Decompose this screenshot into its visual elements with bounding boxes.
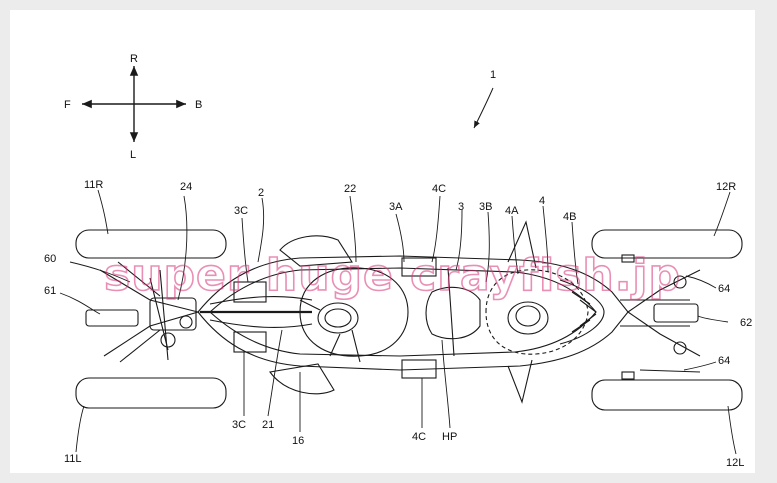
ref-arrow-1 (473, 87, 494, 129)
compass-left-label: L (130, 149, 136, 161)
rear-rider-body (485, 269, 589, 355)
ref-3C-top: 3C (234, 205, 248, 217)
rear-tail-stripes (571, 291, 597, 333)
ref-64-bottom: 64 (718, 355, 730, 367)
rear-spike-bottom (507, 359, 533, 404)
rear-suspension (620, 269, 701, 357)
ref-11R: 11R (84, 179, 103, 191)
rear-damper-bottom (673, 341, 687, 355)
direction-compass (82, 66, 186, 142)
front-axle-link (159, 269, 169, 361)
side-box-4c-bottom (401, 359, 437, 379)
frame-rail-lower (209, 319, 313, 329)
compass-right-label: R (130, 53, 138, 65)
ref-64-top: 64 (718, 283, 730, 295)
ref-16: 16 (292, 435, 304, 447)
rear-left-wheel (591, 379, 743, 411)
rear-damper-top (673, 275, 687, 289)
watermark-text: super huge crayfish.jp (104, 250, 681, 301)
rear-mount-tab-bottom (621, 371, 635, 380)
leader-lines (59, 189, 737, 455)
seat-divider (447, 267, 455, 357)
front-left-wheel (75, 377, 227, 409)
ref-3C-bottom: 3C (232, 419, 246, 431)
ref-HP: HP (442, 431, 457, 443)
side-box-4c-top (401, 257, 437, 277)
ref-3A: 3A (389, 201, 403, 213)
ref-60: 60 (44, 253, 56, 265)
front-suspension (99, 261, 201, 363)
ref-label-1: 1 (490, 69, 496, 81)
ref-22: 22 (344, 183, 356, 195)
rear-tail (559, 279, 605, 345)
front-rider-body (299, 267, 409, 357)
ref-4B: 4B (563, 211, 576, 223)
ref-4: 4 (539, 195, 545, 207)
ref-11L: 11L (64, 453, 82, 465)
reference-labels: 11R 24 3C 2 22 3A 4C 3 3B 4A 4 4B 12R 60… (44, 179, 752, 469)
ref-21: 21 (262, 419, 274, 431)
ref-2: 2 (258, 187, 264, 199)
ref-62: 62 (740, 317, 752, 329)
ref-24: 24 (180, 181, 192, 193)
rear-mount-tab-top (621, 254, 635, 263)
rear-link-64 (639, 369, 701, 373)
front-left-fairing (269, 363, 335, 395)
side-box-3c-top (233, 281, 267, 303)
side-box-3c-bottom (233, 331, 267, 353)
front-damper (160, 332, 176, 348)
ref-61: 61 (44, 285, 56, 297)
compass-front-label: F (64, 99, 71, 111)
rear-rider-visor (515, 305, 541, 327)
front-rider-helmet (317, 302, 359, 334)
ref-12R: 12R (716, 181, 736, 193)
ref-4C-top: 4C (432, 183, 446, 195)
front-right-fairing (279, 235, 353, 267)
front-rider-arms (299, 299, 361, 363)
front-right-wheel (75, 229, 227, 259)
ref-3B: 3B (479, 201, 492, 213)
rear-hub-assembly (653, 303, 699, 323)
front-hub-assembly (149, 297, 197, 331)
ref-12L: 12L (726, 457, 744, 469)
ref-4C-bottom: 4C (412, 431, 426, 443)
rear-rider-helmet (507, 301, 549, 335)
ref-4A: 4A (505, 205, 519, 217)
rear-spike-top (507, 220, 537, 269)
seat (425, 286, 481, 340)
ref-3: 3 (458, 201, 464, 213)
rear-right-wheel (591, 229, 743, 259)
front-joint (179, 315, 193, 329)
front-steering-unit (85, 309, 139, 327)
compass-back-label: B (195, 99, 202, 111)
front-rider-visor (324, 308, 352, 328)
